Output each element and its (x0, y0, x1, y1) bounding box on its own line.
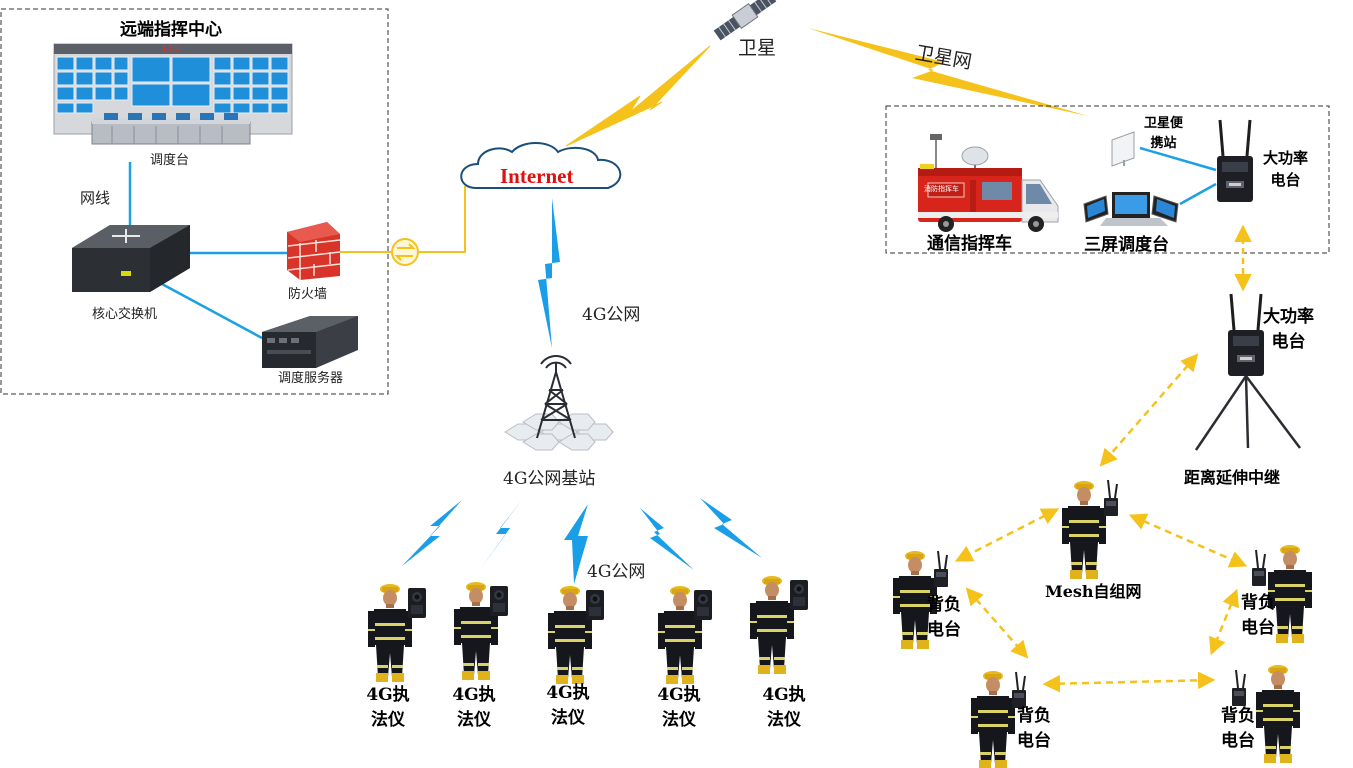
command-center-border (0, 8, 389, 395)
cable-label: 网线 (80, 189, 111, 207)
command-center-title: 远端指挥中心 (120, 20, 222, 40)
recorder-label-3: 4G执法仪 (546, 683, 590, 728)
recorder-label-5: 4G执法仪 (762, 685, 806, 730)
vehicle-body-text: 消防指挥车 (924, 185, 959, 193)
satellite-network-lightning (808, 28, 1088, 116)
vehicle-group-border (885, 105, 1330, 254)
base-station-tower (504, 355, 614, 451)
firewall-label: 防火墙 (288, 287, 328, 302)
recorder-lightnings (402, 498, 762, 584)
base-station-label: 4G公网基站 (503, 469, 596, 489)
triple-screen-label: 三屏调度台 (1084, 235, 1169, 255)
relay-tripod-radio (1194, 292, 1301, 451)
led-screen-text: LED (163, 44, 181, 53)
triple-screen-console (1083, 192, 1179, 226)
vehicle-radio-label: 大功率电台 (1263, 149, 1309, 189)
backpack-radio-label-4: 背负电台 (1221, 706, 1255, 751)
mesh-label: Mesh自组网 (1045, 582, 1142, 601)
console-label: 调度台 (150, 153, 190, 168)
core-switch-label: 核心交换机 (92, 307, 158, 322)
core-switch (72, 225, 190, 292)
dispatch-server (262, 316, 358, 368)
relay-radio-label: 大功率电台 (1263, 307, 1314, 352)
relay-label: 距离延伸中继 (1184, 468, 1281, 487)
vehicle-high-power-radio (1215, 118, 1255, 204)
portable-satellite-station (1111, 131, 1135, 167)
public-4g-label-2: 4G公网 (587, 562, 646, 582)
router-link (340, 186, 466, 266)
internet-cloud (460, 142, 622, 189)
satellite-uplink-lightning (565, 45, 711, 147)
public-4g-label: 4G公网 (582, 305, 641, 325)
recorder-label-4: 4G执法仪 (657, 685, 701, 730)
backpack-radio-label-1: 背负电台 (927, 595, 961, 640)
vehicle-label: 通信指挥车 (927, 234, 1012, 254)
server-label: 调度服务器 (278, 371, 344, 386)
recorder-firefighters (368, 576, 808, 684)
recorder-label-2: 4G执法仪 (452, 685, 496, 730)
satellite-label: 卫星 (738, 37, 777, 59)
command-center-building (53, 43, 293, 145)
firewall (287, 222, 341, 280)
portable-satellite-label: 卫星便携站 (1144, 116, 1184, 151)
public-4g-lightning (538, 198, 560, 348)
internet-label: Internet (500, 164, 574, 188)
backpack-radio-label-2: 背负电台 (1241, 593, 1275, 638)
vehicle-cables (1139, 146, 1217, 206)
recorder-label-1: 4G执法仪 (366, 685, 410, 730)
mesh-links (954, 353, 1248, 693)
backpack-radio-label-3: 背负电台 (1017, 706, 1051, 751)
satellite-icon (713, 0, 777, 41)
command-vehicle (918, 134, 1059, 232)
